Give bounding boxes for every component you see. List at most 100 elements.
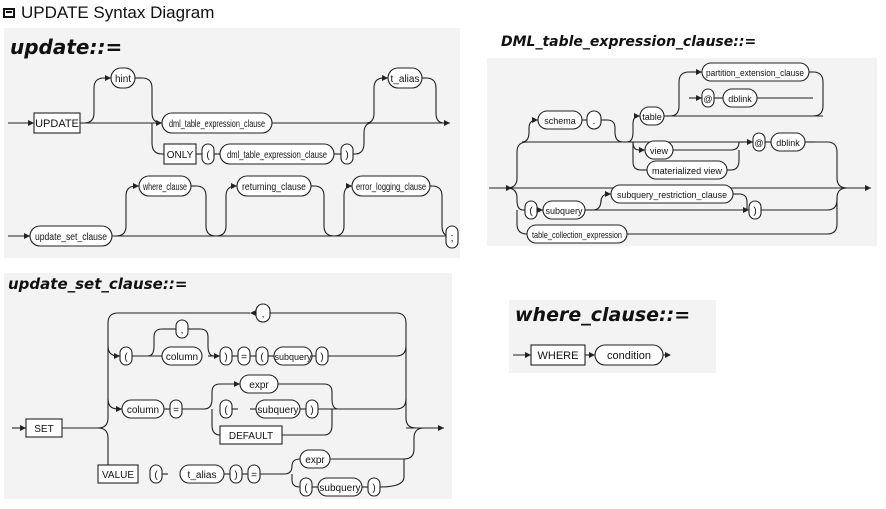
dml-subquery-text: subquery bbox=[545, 206, 583, 216]
dml-rparen-text: ) bbox=[753, 206, 756, 217]
partition-extension-clause-box bbox=[701, 62, 810, 82]
set-lparen4-box bbox=[149, 464, 163, 484]
set-clause-diagram-svg: , , ( column ) = ( subquery ) SET column… bbox=[12, 303, 444, 497]
dml-table-expression-clause-box bbox=[161, 112, 273, 134]
where-terms: WHERE condition bbox=[530, 344, 664, 366]
set-rparen2-box bbox=[315, 346, 329, 366]
set-rparen1-text: ) bbox=[224, 352, 227, 363]
dml-table-expression-diagram: DML_table_expression_clause::= bbox=[487, 34, 877, 246]
value-keyword-box bbox=[97, 464, 139, 484]
view-text: view bbox=[650, 146, 669, 156]
expr2-text: expr bbox=[305, 455, 325, 466]
table-text: table bbox=[642, 112, 662, 122]
condition-box bbox=[594, 344, 664, 366]
where-clause-box bbox=[138, 175, 192, 197]
dml-table-expression-clause-text-2: dml_table_expression_clause bbox=[227, 150, 327, 161]
where-clause-diagram: where_clause::= WHERE condition bbox=[509, 300, 716, 373]
where-keyword-box bbox=[530, 344, 586, 366]
set-rparen5-box bbox=[367, 477, 381, 497]
expr1-text: expr bbox=[249, 380, 269, 391]
t-alias-text: t_alias bbox=[391, 74, 420, 85]
where-title: where_clause::= bbox=[515, 304, 691, 326]
hint-box bbox=[110, 67, 136, 89]
eq2-box bbox=[169, 399, 183, 419]
dblink-box-1 bbox=[722, 88, 758, 108]
lparen-text: ( bbox=[206, 150, 210, 161]
expr2-box bbox=[299, 449, 331, 469]
page-title-text: UPDATE Syntax Diagram bbox=[21, 3, 215, 22]
set-rparen4-box bbox=[229, 464, 243, 484]
set-rparen4-text: ) bbox=[234, 470, 237, 481]
set-t-alias-box bbox=[179, 464, 225, 484]
returning-clause-box bbox=[236, 175, 312, 197]
column2-text: column bbox=[127, 405, 159, 416]
update-arrows bbox=[24, 75, 450, 239]
dml-lparen-box bbox=[524, 200, 538, 220]
set-lparen3-box bbox=[219, 399, 233, 419]
table-collection-expression-box bbox=[526, 224, 628, 244]
eq1-box bbox=[237, 346, 251, 366]
dml-table-expression-clause-text: dml_table_expression_clause bbox=[169, 119, 265, 130]
only-keyword-box bbox=[163, 143, 197, 165]
dblink-text-2: dblink bbox=[776, 138, 800, 148]
set-clause-terms: , , ( column ) = ( subquery ) SET column… bbox=[25, 303, 381, 497]
subquery3-box bbox=[317, 477, 363, 497]
rparen-text: ) bbox=[345, 150, 348, 161]
comma-top-box bbox=[255, 303, 271, 323]
subquery-restriction-clause-box bbox=[610, 184, 734, 204]
expr1-box bbox=[239, 374, 279, 394]
comma-inner-box bbox=[175, 319, 189, 339]
dml-terms: schema . table partition_extension_claus… bbox=[524, 62, 810, 244]
lparen-box bbox=[201, 143, 215, 165]
subquery-restriction-clause-text: subquery_restriction_clause bbox=[617, 190, 727, 200]
subquery2-box bbox=[255, 399, 301, 419]
at-text-1: @ bbox=[703, 94, 712, 104]
subquery3-text: subquery bbox=[319, 483, 360, 494]
dml-table-expression-clause-box-2 bbox=[219, 143, 335, 165]
condition-text: condition bbox=[607, 350, 651, 362]
error-logging-clause-box bbox=[351, 175, 431, 197]
subquery1-text: subquery bbox=[274, 352, 312, 362]
at-text-2: @ bbox=[754, 138, 763, 148]
update-title: update::= bbox=[10, 35, 123, 59]
eq1-text: = bbox=[241, 352, 247, 363]
set-rparen2-text: ) bbox=[320, 352, 323, 363]
default-keyword-text: DEFAULT bbox=[229, 431, 273, 442]
update-diagram-svg: UPDATE hint dml_table_expression_clause … bbox=[8, 67, 459, 249]
eq3-box bbox=[247, 464, 261, 484]
dml-lparen-text: ( bbox=[529, 206, 533, 217]
dblink-box-2 bbox=[770, 132, 806, 152]
set-lparen1-text: ( bbox=[124, 352, 128, 363]
set-rparen1-box bbox=[219, 346, 233, 366]
semicolon-box bbox=[445, 225, 459, 249]
view-box bbox=[644, 140, 674, 160]
where-keyword-text: WHERE bbox=[538, 350, 579, 362]
dblink-text-1: dblink bbox=[728, 94, 752, 104]
set-keyword-box bbox=[25, 418, 63, 438]
default-keyword-box bbox=[219, 425, 283, 445]
error-logging-clause-text: error_logging_clause bbox=[356, 182, 426, 193]
update-keyword-text: UPDATE bbox=[35, 118, 79, 130]
materialized-view-box bbox=[646, 160, 728, 180]
at-box-2 bbox=[752, 132, 766, 152]
set-rparen3-box bbox=[305, 399, 319, 419]
update-terms: UPDATE hint dml_table_expression_clause … bbox=[29, 67, 459, 249]
table-collection-expression-text: table_collection_expression bbox=[532, 230, 622, 240]
page-title: UPDATE Syntax Diagram bbox=[3, 2, 214, 24]
update-set-clause-diagram: update_set_clause::= bbox=[4, 273, 452, 499]
set-rparen3-text: ) bbox=[310, 405, 313, 416]
hint-text: hint bbox=[115, 74, 131, 85]
where-clause-text: where_clause bbox=[142, 182, 187, 193]
set-lparen5-text: ( bbox=[304, 483, 308, 494]
set-lparen2-box bbox=[255, 346, 269, 366]
update-diagram: update::= bbox=[4, 28, 460, 258]
rparen-box bbox=[340, 143, 354, 165]
update-set-clause-text: update_set_clause bbox=[35, 232, 107, 243]
set-lparen4-text: ( bbox=[154, 470, 158, 481]
set-lparen1-box bbox=[119, 346, 133, 366]
set-lparen3-text: ( bbox=[224, 405, 228, 416]
schema-box bbox=[537, 110, 583, 130]
column2-box bbox=[121, 399, 165, 419]
dml-title: DML_table_expression_clause::= bbox=[501, 34, 757, 50]
update-set-clause-box bbox=[29, 225, 113, 247]
